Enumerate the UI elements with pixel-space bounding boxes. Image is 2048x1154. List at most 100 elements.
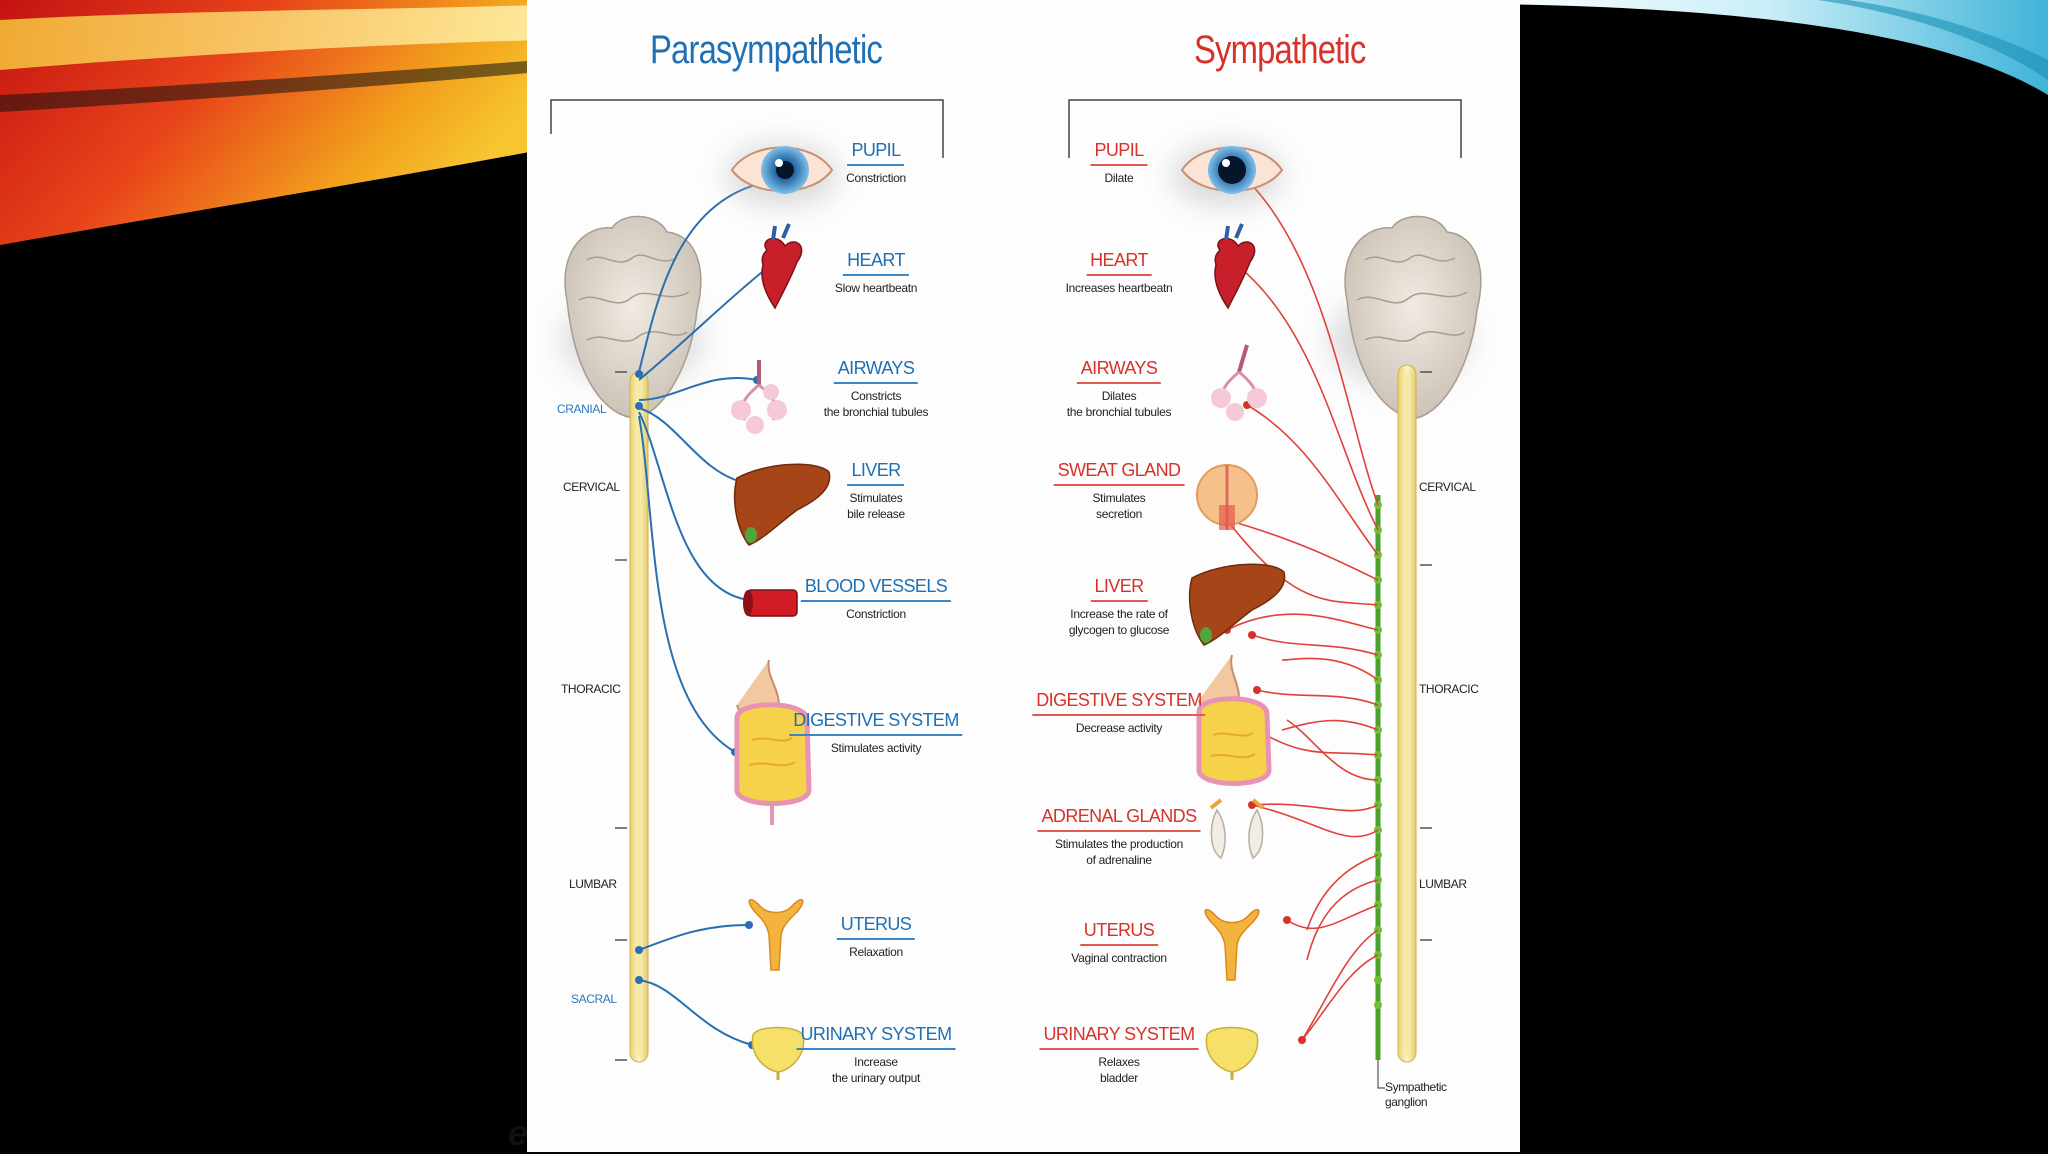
ganglion-label-line-1: Sympathetic	[1385, 1080, 1447, 1094]
symp-organ-effect: Relaxes	[1098, 1055, 1140, 1069]
para-organ-airways: AIRWAYS Constricts the bronchial tubules	[823, 358, 929, 420]
para-organ-name: HEART	[843, 250, 909, 276]
para-organ-effect: the urinary output	[831, 1071, 920, 1085]
para-organ-effect: Increase	[854, 1055, 898, 1069]
para-organ-pupil: PUPIL Constriction	[846, 140, 906, 186]
right-eye-icon	[1172, 145, 1284, 205]
sympathetic-ganglion-label: Sympathetic ganglion	[1385, 1080, 1447, 1110]
symp-organ-name: ADRENAL GLANDS	[1037, 806, 1201, 832]
left-region-ticks	[615, 371, 627, 1061]
symp-organ-effect: Increase the rate of	[1070, 607, 1168, 621]
para-organ-name: URINARY SYSTEM	[796, 1024, 956, 1050]
para-organ-effect: Constriction	[846, 607, 906, 621]
symp-organ-effect: Increases heartbeatn	[1065, 281, 1173, 295]
symp-organ-effect: glycogen to glucose	[1068, 623, 1170, 637]
para-organ-effect: Slow heartbeatn	[834, 281, 918, 295]
left-heart-icon	[761, 223, 803, 310]
para-organ-name: DIGESTIVE SYSTEM	[789, 710, 963, 736]
para-organ-effect: Stimulates activity	[830, 741, 922, 755]
symp-organ-effect: Stimulates the production	[1055, 837, 1183, 851]
left-liver-icon	[733, 463, 831, 546]
right-bracket	[1068, 99, 1462, 158]
right-airways-icon	[1211, 344, 1267, 421]
symp-organ-effect: Stimulates	[1092, 491, 1146, 505]
para-organ-digestive: DIGESTIVE SYSTEM Stimulates activity	[789, 710, 963, 756]
symp-organ-name: HEART	[1086, 250, 1152, 276]
symp-organ-effect: Vaginal contraction	[1071, 951, 1167, 965]
left-eye-icon	[727, 145, 837, 205]
symp-organ-adrenal: ADRENAL GLANDS Stimulates the production…	[1037, 806, 1201, 868]
symp-organ-pupil: PUPIL Dilate	[1090, 140, 1148, 186]
para-organ-name: LIVER	[847, 460, 905, 486]
para-organ-urinary: URINARY SYSTEM Increase the urinary outp…	[796, 1024, 956, 1086]
symp-organ-urinary: URINARY SYSTEM Relaxes bladder	[1039, 1024, 1199, 1086]
symp-organ-effect: Decrease activity	[1075, 721, 1163, 735]
para-organ-uterus: UTERUS Relaxation	[836, 914, 916, 960]
right-region-ticks	[1420, 371, 1432, 941]
region-label-thoracic-left: THORACIC	[561, 682, 621, 696]
para-organ-blood-vessels: BLOOD VESSELS Constriction	[800, 576, 952, 622]
region-label-cranial: CRANIAL	[557, 402, 607, 416]
symp-organ-uterus: UTERUS Vaginal contraction	[1071, 920, 1167, 966]
symp-organ-name: URINARY SYSTEM	[1039, 1024, 1199, 1050]
diagram-artwork	[550, 99, 1482, 1089]
region-label-lumbar-right: LUMBAR	[1419, 877, 1467, 891]
right-digestive-icon	[1196, 654, 1272, 786]
right-uterus-icon	[1204, 908, 1260, 981]
symp-organ-effect: of adrenaline	[1086, 853, 1152, 867]
left-digestive-icon	[734, 659, 812, 825]
decorative-swoosh-left	[0, 0, 540, 245]
symp-organ-effect: the bronchial tubules	[1066, 405, 1172, 419]
symp-organ-name: DIGESTIVE SYSTEM	[1032, 690, 1206, 716]
left-bracket	[550, 99, 944, 158]
symp-organ-digestive: DIGESTIVE SYSTEM Decrease activity	[1032, 690, 1206, 736]
left-airways-icon	[731, 360, 787, 434]
region-label-thoracic-right: THORACIC	[1419, 682, 1479, 696]
symp-organ-heart: HEART Increases heartbeatn	[1066, 250, 1173, 296]
region-label-cervical-left: CERVICAL	[563, 480, 620, 494]
parasympathetic-title: Parasympathetic	[650, 28, 883, 72]
para-organ-effect: bile release	[847, 507, 905, 521]
left-bladder-icon	[751, 1026, 805, 1080]
symp-organ-name: UTERUS	[1079, 920, 1159, 946]
para-organ-name: BLOOD VESSELS	[800, 576, 952, 602]
right-bladder-icon	[1205, 1026, 1259, 1080]
sympathetic-title: Sympathetic	[1194, 28, 1366, 72]
symp-organ-effect: bladder	[1100, 1071, 1138, 1085]
right-brain-icon	[1329, 215, 1482, 419]
para-organ-name: AIRWAYS	[833, 358, 919, 384]
symp-organ-liver: LIVER Increase the rate of glycogen to g…	[1068, 576, 1170, 638]
left-brain-icon	[562, 215, 702, 419]
symp-organ-airways: AIRWAYS Dilates the bronchial tubules	[1066, 358, 1172, 420]
symp-organ-name: LIVER	[1090, 576, 1148, 602]
right-heart-icon	[1214, 223, 1256, 310]
symp-organ-sweat-gland: SWEAT GLAND Stimulates secretion	[1053, 460, 1185, 522]
sympathetic-ganglia	[1374, 501, 1382, 1009]
para-organ-name: UTERUS	[836, 914, 916, 940]
para-organ-effect: Constricts	[850, 389, 902, 403]
left-blood-vessel-icon	[743, 589, 798, 617]
sympathetic-nerves	[1226, 179, 1379, 1041]
region-label-cervical-right: CERVICAL	[1419, 480, 1476, 494]
symp-organ-effect: Dilates	[1101, 389, 1137, 403]
para-organ-effect: the bronchial tubules	[823, 405, 929, 419]
nervous-system-diagram: Parasympathetic Sympathetic CRANIAL CERV…	[527, 0, 1520, 1152]
symp-organ-effect: Dilate	[1104, 171, 1134, 185]
para-organ-heart: HEART Slow heartbeatn	[834, 250, 918, 296]
right-sweat-gland-icon	[1196, 464, 1258, 530]
ganglion-label-line-2: ganglion	[1385, 1095, 1428, 1109]
para-organ-effect: Stimulates	[849, 491, 903, 505]
symp-organ-name: SWEAT GLAND	[1053, 460, 1185, 486]
para-organ-liver: LIVER Stimulates bile release	[847, 460, 905, 522]
region-label-sacral: SACRAL	[571, 992, 617, 1006]
para-organ-effect: Constriction	[846, 171, 906, 185]
symp-organ-effect: secretion	[1095, 507, 1142, 521]
para-organ-name: PUPIL	[847, 140, 905, 166]
parasympathetic-nerves	[638, 181, 768, 1046]
para-organ-effect: Relaxation	[849, 945, 903, 959]
symp-organ-name: PUPIL	[1090, 140, 1148, 166]
left-uterus-icon	[748, 898, 804, 971]
region-label-lumbar-left: LUMBAR	[569, 877, 617, 891]
symp-organ-name: AIRWAYS	[1076, 358, 1162, 384]
right-adrenal-icon	[1209, 798, 1265, 860]
